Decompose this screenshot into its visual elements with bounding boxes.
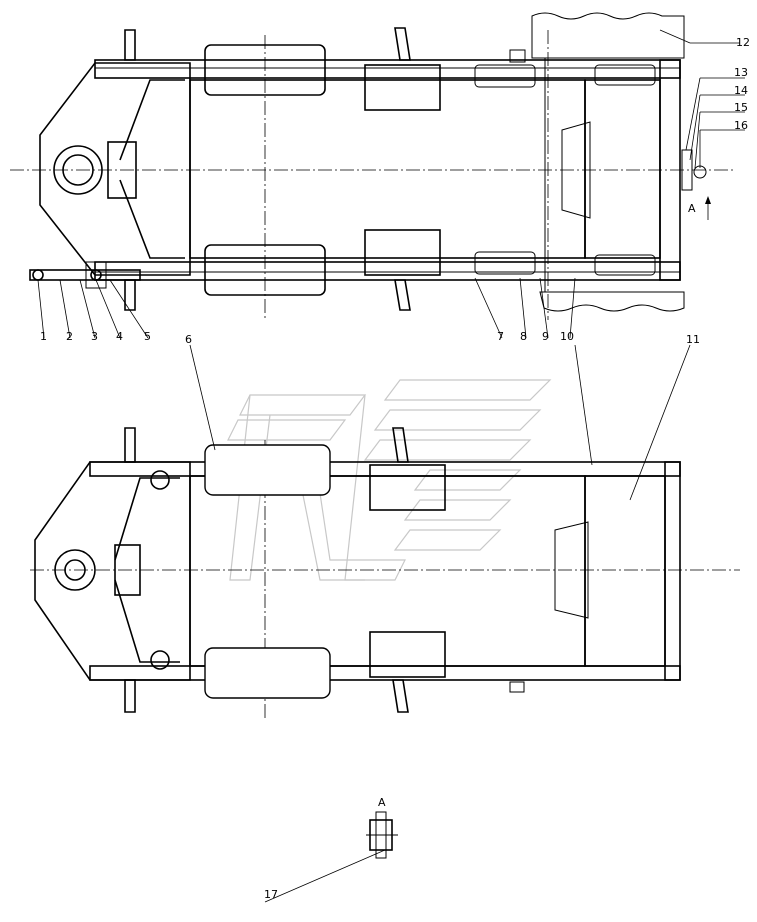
callout-4: 4 [116, 330, 123, 343]
callout-leaders [37, 29, 745, 903]
callout-17: 17 [264, 888, 278, 901]
view-arrow-label: A [688, 202, 696, 215]
callout-12: 12 [736, 36, 750, 49]
bottom-view [30, 427, 740, 720]
callout-13: 13 [734, 66, 748, 79]
detail-label: A [378, 796, 386, 809]
callout-5: 5 [144, 330, 151, 343]
detail-a-view: A [366, 796, 398, 859]
callout-3: 3 [91, 330, 98, 343]
top-view: A [10, 12, 735, 320]
callout-10: 10 [560, 330, 574, 343]
callout-14: 14 [734, 84, 748, 97]
callout-1: 1 [40, 330, 47, 343]
callout-7: 7 [497, 330, 504, 343]
callout-8: 8 [520, 330, 527, 343]
callout-11: 11 [686, 333, 700, 346]
callout-15: 15 [734, 101, 748, 114]
callout-9: 9 [542, 330, 549, 343]
callout-16: 16 [734, 119, 748, 132]
callout-2: 2 [66, 330, 73, 343]
callout-6: 6 [185, 333, 192, 346]
